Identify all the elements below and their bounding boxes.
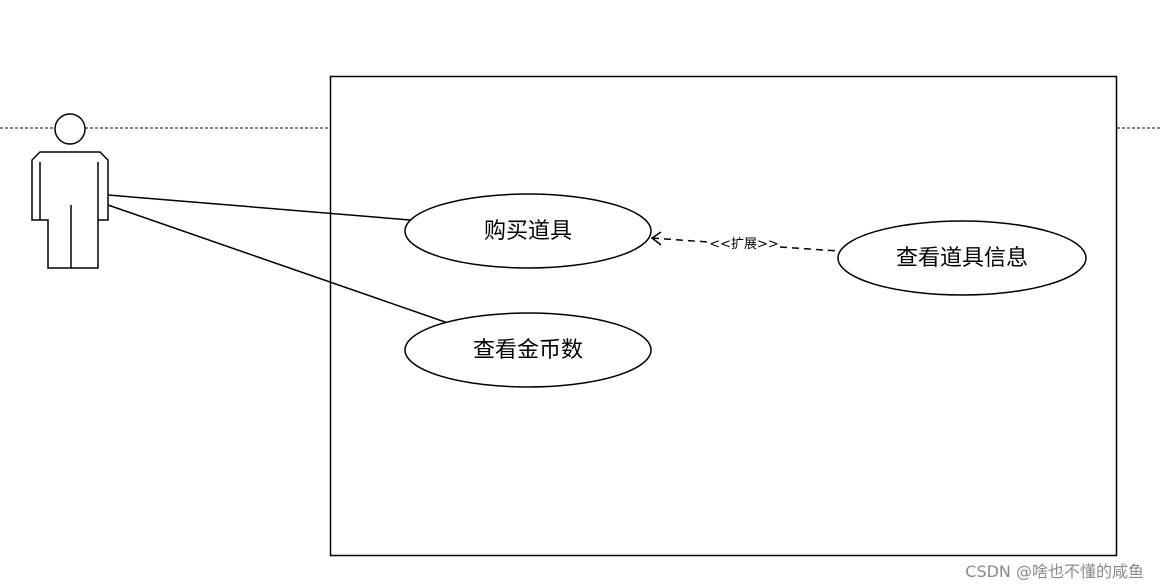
extend-stereotype-label: <<扩展>> [709, 237, 779, 252]
use-case-buy-items[interactable]: 购买道具 [404, 193, 652, 269]
actor-icon [31, 113, 109, 269]
use-case-view-item-info-label: 查看道具信息 [896, 246, 1028, 271]
use-case-buy-items-label: 购买道具 [484, 219, 572, 244]
use-case-view-coins-label: 查看金币数 [473, 338, 583, 363]
extend-line-right [779, 246, 839, 252]
association-view-coins [107, 204, 449, 324]
watermark: CSDN @啥也不懂的咸鱼 [965, 562, 1144, 581]
extend-arrowhead [650, 231, 662, 246]
use-case-view-item-info[interactable]: 查看道具信息 [837, 220, 1087, 296]
system-boundary [329, 75, 1118, 557]
use-case-view-coins[interactable]: 查看金币数 [404, 312, 652, 388]
extend-line-left [651, 237, 709, 243]
association-buy-items [107, 194, 411, 221]
